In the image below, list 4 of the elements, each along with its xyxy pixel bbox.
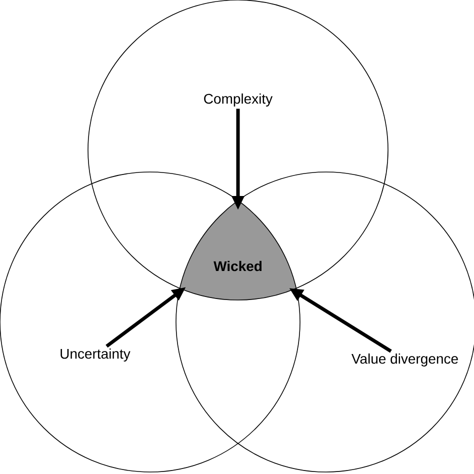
wicked-region: Wicked <box>176 172 300 300</box>
factor-label: Value divergence <box>352 353 458 367</box>
factor-label: Complexity <box>204 93 273 107</box>
factor-label: Uncertainty <box>60 348 130 362</box>
